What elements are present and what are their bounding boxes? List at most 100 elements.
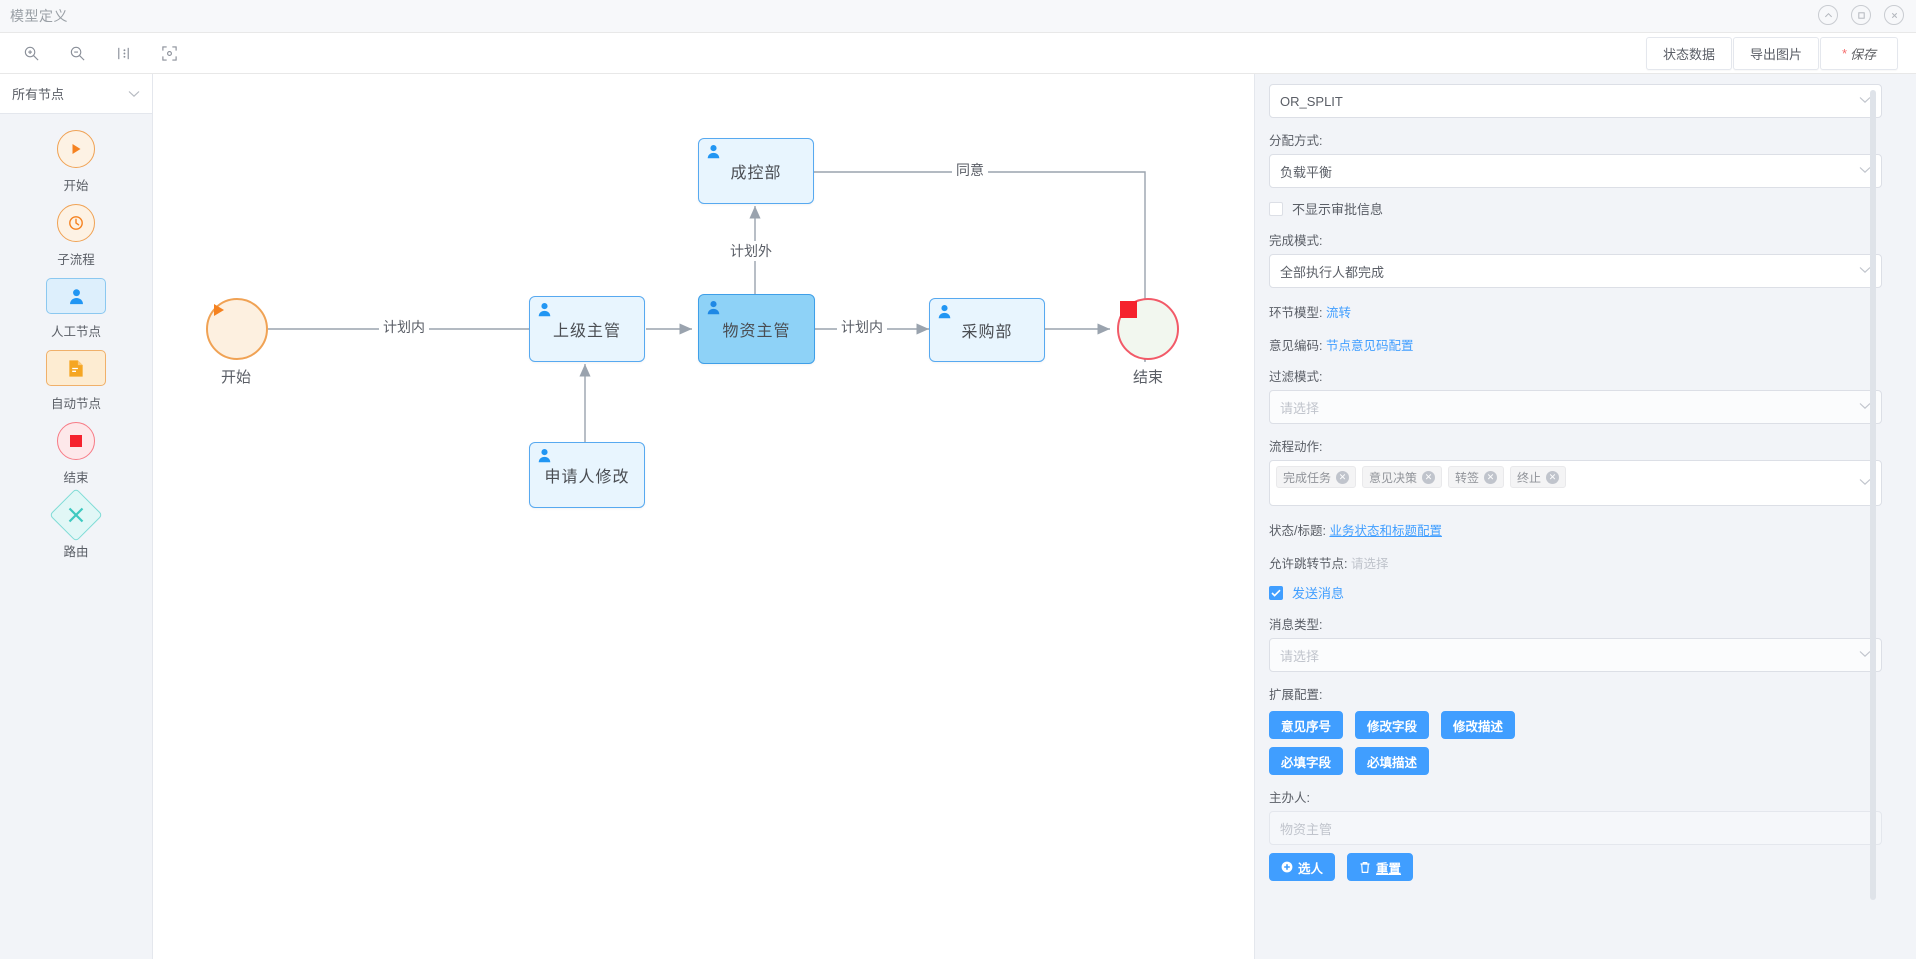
flow-canvas[interactable]: 开始 成控部 上级主管 物资主管 采购部 申请人修改 结 (154, 74, 1254, 959)
owner-input[interactable]: 物资主管 (1269, 811, 1882, 845)
process-action-tags[interactable]: 完成任务 ✕ 意见决策 ✕ 转签 ✕ 终止 ✕ (1269, 460, 1882, 506)
close-icon[interactable]: ✕ (1546, 470, 1560, 484)
status-title-label: 状态/标题: (1269, 524, 1326, 538)
window-title: 模型定义 (10, 8, 68, 24)
zoom-out-icon[interactable] (66, 42, 88, 64)
modify-desc-button[interactable]: 修改描述 (1441, 711, 1516, 739)
window-controls (1818, 5, 1904, 25)
complete-mode-label: 完成模式: (1269, 234, 1323, 248)
palette-item-subprocess[interactable]: 子流程 (0, 204, 152, 268)
route-shape (49, 488, 103, 542)
node-start[interactable] (206, 298, 268, 360)
send-message-label: 发送消息 (1292, 586, 1345, 601)
tag-label: 转签 (1455, 470, 1480, 485)
split-type-select[interactable]: OR_SPLIT (1269, 84, 1882, 118)
close-icon[interactable]: ✕ (1422, 470, 1436, 484)
jump-nodes-label: 允许跳转节点: (1269, 557, 1348, 571)
filter-mode-placeholder: 请选择 (1280, 400, 1320, 416)
send-message-checkbox[interactable] (1269, 585, 1283, 600)
hide-approval-label: 不显示审批信息 (1292, 202, 1384, 217)
stop-square-icon (70, 435, 82, 447)
tag-item[interactable]: 意见决策 ✕ (1362, 466, 1443, 488)
palette-header-label: 所有节点 (12, 87, 65, 102)
reset-owner-button[interactable]: 重置 (1347, 853, 1414, 881)
reset-owner-label: 重置 (1376, 861, 1402, 876)
user-icon (938, 305, 951, 319)
hide-approval-row[interactable]: 不显示审批信息 (1269, 199, 1882, 218)
toolbar: 状态数据 导出图片 * 保存 (0, 33, 1916, 74)
node-shenqingrenxiugai[interactable]: 申请人修改 (529, 442, 645, 508)
edge-label-start-shangji: 计划内 (379, 317, 429, 337)
palette-item-auto-node[interactable]: 自动节点 (0, 350, 152, 412)
message-type-label: 消息类型: (1269, 618, 1323, 632)
node-end[interactable] (1117, 298, 1179, 360)
align-icon[interactable] (112, 42, 134, 64)
save-button[interactable]: * 保存 (1820, 37, 1898, 70)
jump-nodes-row[interactable]: 允许跳转节点: 请选择 (1269, 553, 1882, 572)
select-person-button[interactable]: 选人 (1269, 853, 1336, 881)
user-icon (69, 288, 83, 304)
zoom-in-icon[interactable] (20, 42, 42, 64)
palette-item-start[interactable]: 开始 (0, 130, 152, 194)
palette-item-label: 人工节点 (50, 325, 101, 339)
opinion-code-link[interactable]: 节点意见码配置 (1325, 339, 1414, 353)
select-person-label: 选人 (1298, 861, 1324, 876)
node-shangjizhuguan[interactable]: 上级主管 (529, 296, 645, 362)
required-desc-button[interactable]: 必填描述 (1355, 747, 1430, 775)
node-caigoubu[interactable]: 采购部 (929, 298, 1045, 362)
node-palette: 所有节点 开始 子流程 人工节点 (0, 74, 153, 959)
palette-item-user-node[interactable]: 人工节点 (0, 278, 152, 340)
assign-mode-label: 分配方式: (1269, 134, 1323, 148)
palette-item-label: 开始 (63, 179, 89, 193)
assign-mode-select[interactable]: 负载平衡 (1269, 154, 1882, 188)
hide-approval-checkbox[interactable] (1269, 201, 1283, 216)
auto-node-shape (46, 350, 106, 386)
node-chengkongbu[interactable]: 成控部 (698, 138, 814, 204)
required-field-button[interactable]: 必填字段 (1269, 747, 1344, 775)
stop-square-icon (1120, 301, 1137, 318)
jump-nodes-placeholder: 请选择 (1350, 557, 1389, 571)
node-wuzizhuguan[interactable]: 物资主管 (698, 294, 815, 364)
properties-scrollbar[interactable] (1870, 90, 1876, 900)
export-image-button[interactable]: 导出图片 (1732, 37, 1819, 70)
node-label: 物资主管 (722, 323, 791, 340)
opinion-code-label: 意见编码: (1269, 339, 1323, 353)
save-label: 保存 (1850, 47, 1877, 62)
tag-item[interactable]: 终止 ✕ (1510, 466, 1567, 488)
close-icon[interactable]: ✕ (1336, 470, 1350, 484)
message-type-select[interactable]: 请选择 (1269, 638, 1882, 672)
filter-mode-select[interactable]: 请选择 (1269, 390, 1882, 424)
palette-item-end[interactable]: 结束 (0, 422, 152, 486)
close-icon[interactable]: ✕ (1484, 470, 1498, 484)
modify-field-button[interactable]: 修改字段 (1355, 711, 1430, 739)
end-shape (57, 422, 95, 460)
complete-mode-select[interactable]: 全部执行人都完成 (1269, 254, 1882, 288)
document-icon (69, 359, 83, 377)
status-data-button[interactable]: 状态数据 (1645, 37, 1732, 70)
fit-screen-icon[interactable] (158, 42, 180, 64)
clock-icon (69, 216, 83, 230)
tag-label: 完成任务 (1283, 470, 1332, 485)
palette-item-label: 结束 (63, 471, 89, 485)
opinion-seq-button[interactable]: 意见序号 (1269, 711, 1344, 739)
user-icon (538, 449, 551, 463)
link-model-link[interactable]: 流转 (1325, 306, 1351, 320)
node-start-caption: 开始 (220, 369, 251, 386)
extend-config-buttons-row1: 意见序号 修改字段 修改描述 (1269, 711, 1882, 739)
tag-item[interactable]: 转签 ✕ (1448, 466, 1505, 488)
send-message-row[interactable]: 发送消息 (1269, 583, 1882, 602)
node-label: 采购部 (961, 324, 1013, 341)
user-icon (707, 145, 720, 159)
edge-label-wuzi-chengkong: 计划外 (726, 241, 776, 261)
link-model-row: 环节模型: 流转 (1269, 302, 1882, 321)
palette-item-route[interactable]: 路由 (0, 488, 152, 560)
tag-item[interactable]: 完成任务 ✕ (1276, 466, 1357, 488)
chevron-down-icon (1859, 95, 1871, 107)
flow-edges (268, 171, 1151, 474)
maximize-icon[interactable] (1851, 5, 1871, 25)
split-type-value: OR_SPLIT (1280, 93, 1343, 109)
palette-dropdown[interactable]: 所有节点 (0, 74, 152, 114)
collapse-icon[interactable] (1818, 5, 1838, 25)
close-icon[interactable] (1884, 5, 1904, 25)
status-title-link[interactable]: 业务状态和标题配置 (1329, 524, 1442, 538)
